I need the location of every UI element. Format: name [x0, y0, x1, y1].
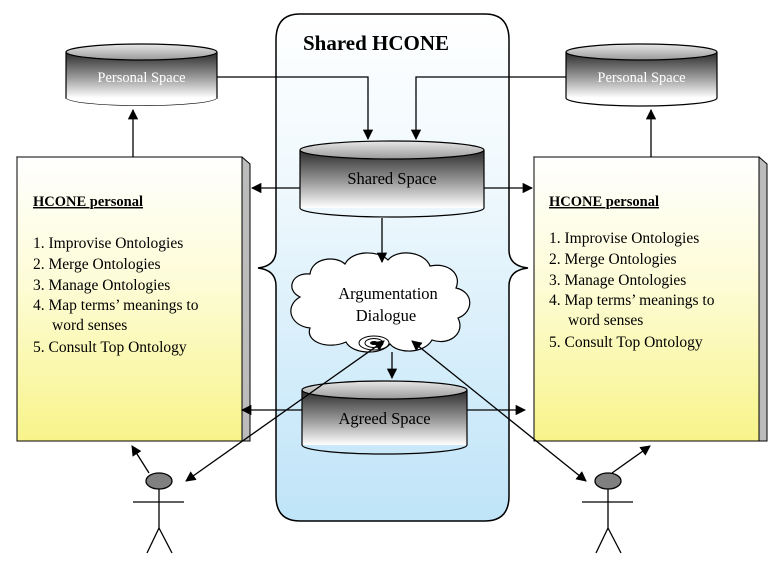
connectors — [127, 76, 657, 482]
shared-space-label: Shared Space — [347, 169, 436, 188]
hcone-right-item-2: 2. Merge Ontologies — [549, 251, 677, 268]
personal-space-left-cylinder — [65, 43, 218, 110]
argumentation-line-2: Dialogue — [356, 306, 416, 325]
personal-space-right-label: Personal Space — [597, 70, 685, 86]
hcone-right-item-3: 3. Manage Ontologies — [549, 272, 686, 289]
hcone-right-item-4: 4. Map terms’ meanings to — [549, 292, 715, 309]
hcone-left-item-3: 3. Manage Ontologies — [33, 277, 170, 294]
hcone-left-item-2: 2. Merge Ontologies — [33, 256, 161, 273]
hcone-left-item-4b: word senses — [52, 317, 127, 334]
hcone-left-item-1: 1. Improvise Ontologies — [33, 235, 183, 252]
hcone-left-heading: HCONE personal — [33, 194, 143, 210]
hcone-left-item-4: 4. Map terms’ meanings to — [33, 297, 199, 314]
user-left-icon — [133, 472, 184, 554]
hcone-left-item-5: 5. Consult Top Ontology — [33, 339, 187, 356]
hcone-right-heading: HCONE personal — [549, 194, 659, 210]
user-right-icon — [582, 472, 633, 554]
hcone-right-item-4b: word senses — [568, 312, 643, 329]
shared-space-cylinder — [299, 140, 485, 218]
personal-space-left-label: Personal Space — [97, 70, 185, 86]
diagram-title: Shared HCONE — [303, 31, 449, 55]
agreed-space-label: Agreed Space — [338, 409, 430, 428]
personal-space-right-cylinder — [565, 43, 718, 107]
hcone-right-item-1: 1. Improvise Ontologies — [549, 230, 699, 247]
argumentation-line-1: Argumentation — [338, 284, 438, 303]
hcone-right-item-5: 5. Consult Top Ontology — [549, 334, 703, 351]
